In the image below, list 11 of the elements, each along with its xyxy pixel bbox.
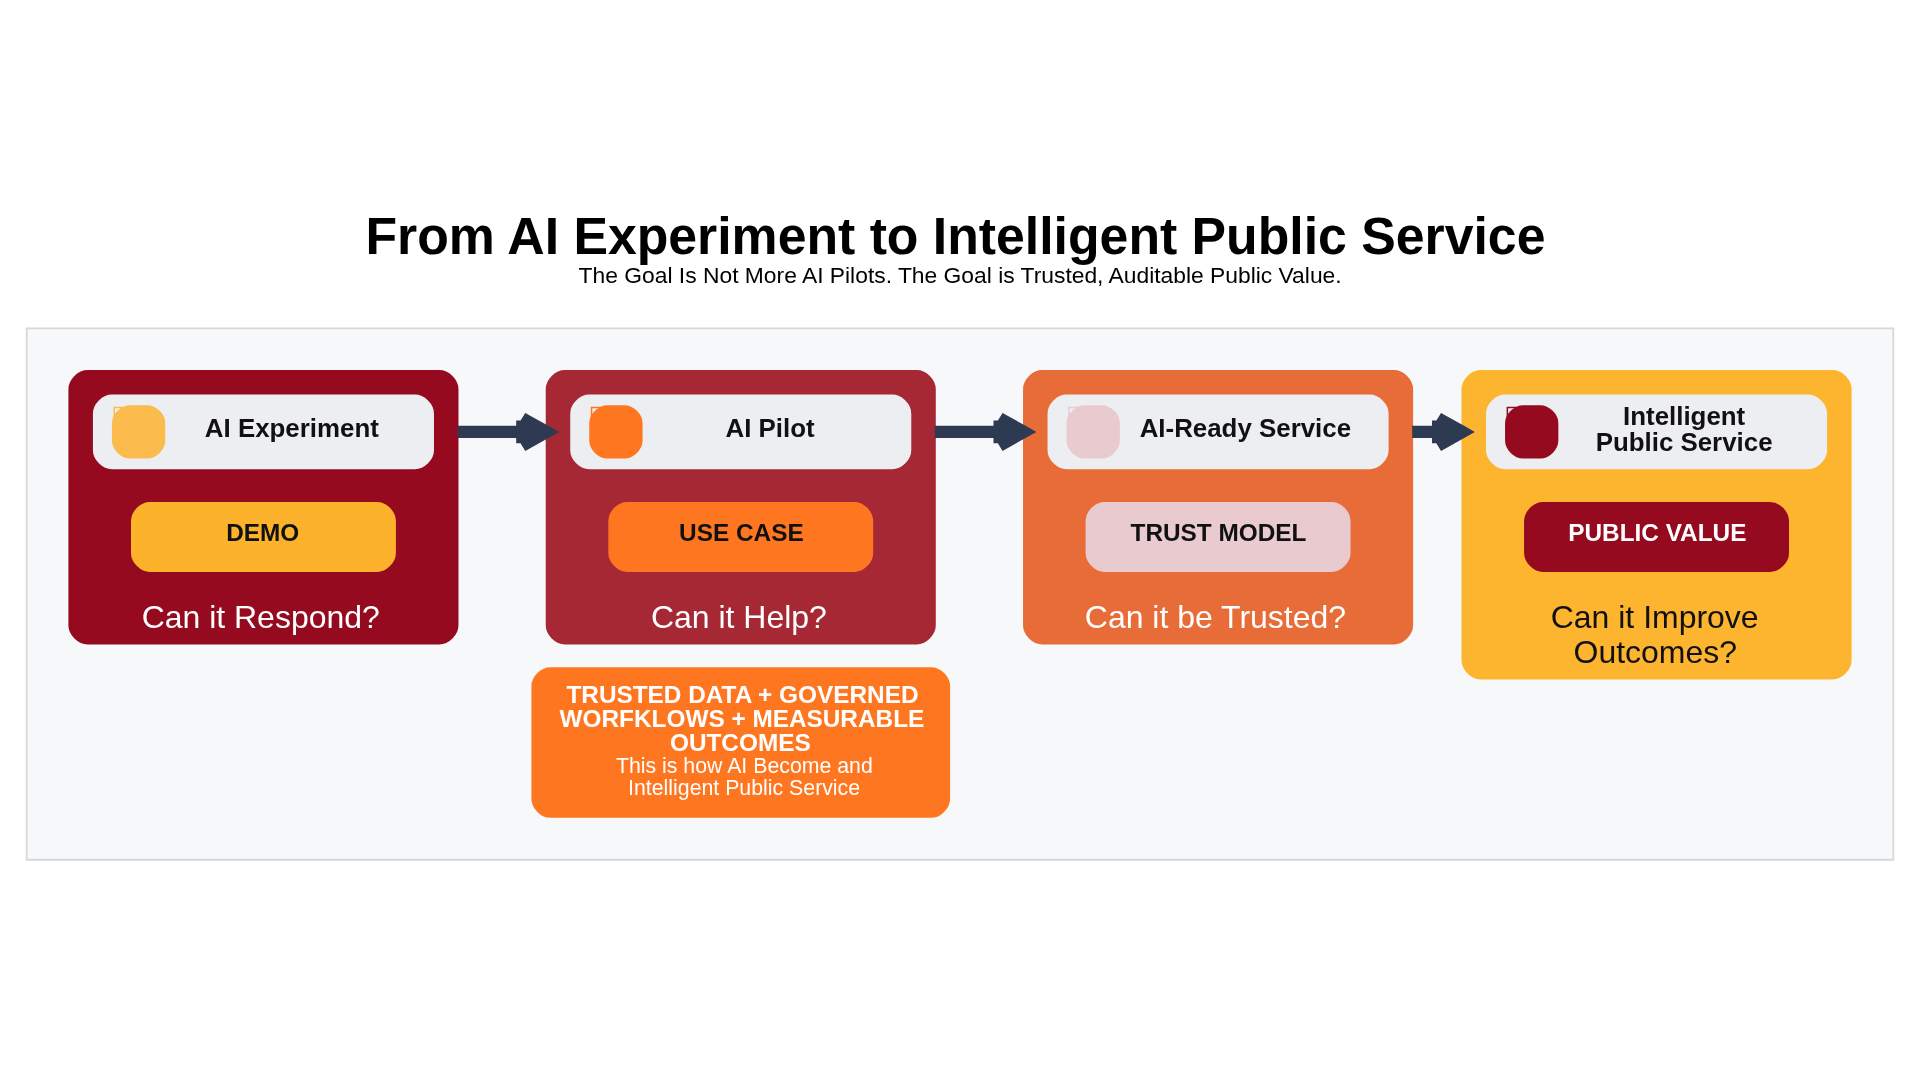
cluster xyxy=(25,327,1895,861)
node-box: DEMO xyxy=(131,501,396,572)
node-box: PUBLIC VALUE xyxy=(1524,501,1789,572)
node-box: TRUSTED DATA + GOVERNED WORFKLOWS + MEASURABLE OUTCOMES This is how AI Become and Intelligent Public Service xyxy=(531,667,951,818)
node-box: TRUST MODEL xyxy=(1085,501,1351,572)
node-box: AI Pilot xyxy=(570,394,912,470)
node-box: AI Experiment xyxy=(92,394,434,470)
node-box: Intelligent Public Service xyxy=(1486,394,1828,470)
node-box: AI-Ready Service xyxy=(1047,394,1389,470)
diagram-title: From AI Experiment to Intelligent Public Service xyxy=(365,207,1546,266)
node-box: USE CASE xyxy=(608,501,874,572)
